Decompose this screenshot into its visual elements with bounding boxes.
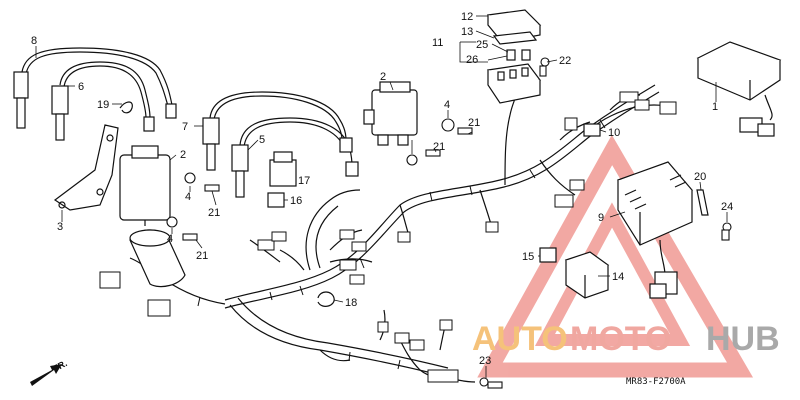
watermark-auto: AUTO bbox=[472, 320, 568, 358]
callout-25: 25 bbox=[476, 39, 488, 51]
watermark-text: AUTO MOTO HUB bbox=[472, 320, 780, 358]
callout-4-a: 4 bbox=[185, 191, 191, 203]
connector-10 bbox=[583, 123, 601, 137]
callout-21-c: 21 bbox=[433, 141, 445, 153]
callout-17: 17 bbox=[298, 175, 310, 187]
callout-8: 8 bbox=[31, 35, 37, 47]
clamp-18 bbox=[317, 291, 335, 307]
callout-7: 7 bbox=[182, 121, 188, 133]
callout-4-b: 4 bbox=[167, 233, 173, 245]
front-marker: FR. bbox=[30, 358, 69, 386]
callout-3: 3 bbox=[57, 221, 63, 233]
harness-tape bbox=[197, 119, 606, 370]
callout-13: 13 bbox=[461, 26, 473, 38]
control-unit bbox=[696, 41, 782, 137]
front-arrow-icon bbox=[30, 364, 62, 386]
callout-24: 24 bbox=[721, 201, 733, 213]
callout-12: 12 bbox=[461, 11, 473, 23]
turn-signal-relay-14 bbox=[564, 251, 610, 299]
callout-16: 16 bbox=[290, 195, 302, 207]
callout-18: 18 bbox=[345, 297, 357, 309]
callout-2-right: 2 bbox=[380, 71, 386, 83]
relays bbox=[267, 151, 297, 208]
callout-2-left: 2 bbox=[180, 149, 186, 161]
callout-21-b: 21 bbox=[196, 250, 208, 262]
watermark-moto: MOTO bbox=[570, 320, 671, 358]
bolts-washers bbox=[166, 57, 732, 389]
diagram-code: MR83-F2700A bbox=[626, 377, 686, 387]
callout-26: 26 bbox=[466, 54, 478, 66]
callout-11: 11 bbox=[432, 37, 443, 49]
spark-plug-caps-left bbox=[13, 47, 177, 141]
callout-4-c: 4 bbox=[444, 99, 450, 111]
callout-19: 19 bbox=[97, 99, 109, 111]
relay-15 bbox=[539, 247, 557, 263]
harness-boot-left bbox=[129, 229, 186, 288]
callout-5: 5 bbox=[259, 134, 265, 146]
callout-14: 14 bbox=[612, 271, 624, 283]
callout-1: 1 bbox=[712, 101, 718, 113]
coil-bracket bbox=[53, 124, 119, 211]
leader-lines bbox=[35, 15, 728, 378]
callout-6: 6 bbox=[78, 81, 84, 93]
regulator-rectifier bbox=[617, 161, 693, 299]
ignition-coil-left bbox=[119, 145, 171, 226]
clip-19 bbox=[119, 101, 133, 114]
pad-20 bbox=[696, 189, 709, 216]
front-label: FR. bbox=[51, 358, 68, 374]
callout-9: 9 bbox=[598, 212, 604, 224]
spark-plug-caps-right bbox=[202, 91, 359, 198]
callout-23: 23 bbox=[479, 355, 491, 367]
callout-labels: 8 6 19 7 2 2 5 3 4 4 4 21 21 21 21 17 16… bbox=[31, 11, 733, 367]
callout-22: 22 bbox=[559, 55, 571, 67]
harness-connectors bbox=[99, 91, 677, 383]
watermark-hub: HUB bbox=[706, 320, 780, 358]
callout-21-a: 21 bbox=[208, 207, 220, 219]
fuse-box bbox=[486, 9, 542, 104]
callout-15: 15 bbox=[522, 251, 534, 263]
ignition-coil-right bbox=[363, 81, 418, 146]
callout-21-d: 21 bbox=[468, 117, 480, 129]
callout-20: 20 bbox=[694, 171, 706, 183]
callout-10: 10 bbox=[608, 127, 620, 139]
